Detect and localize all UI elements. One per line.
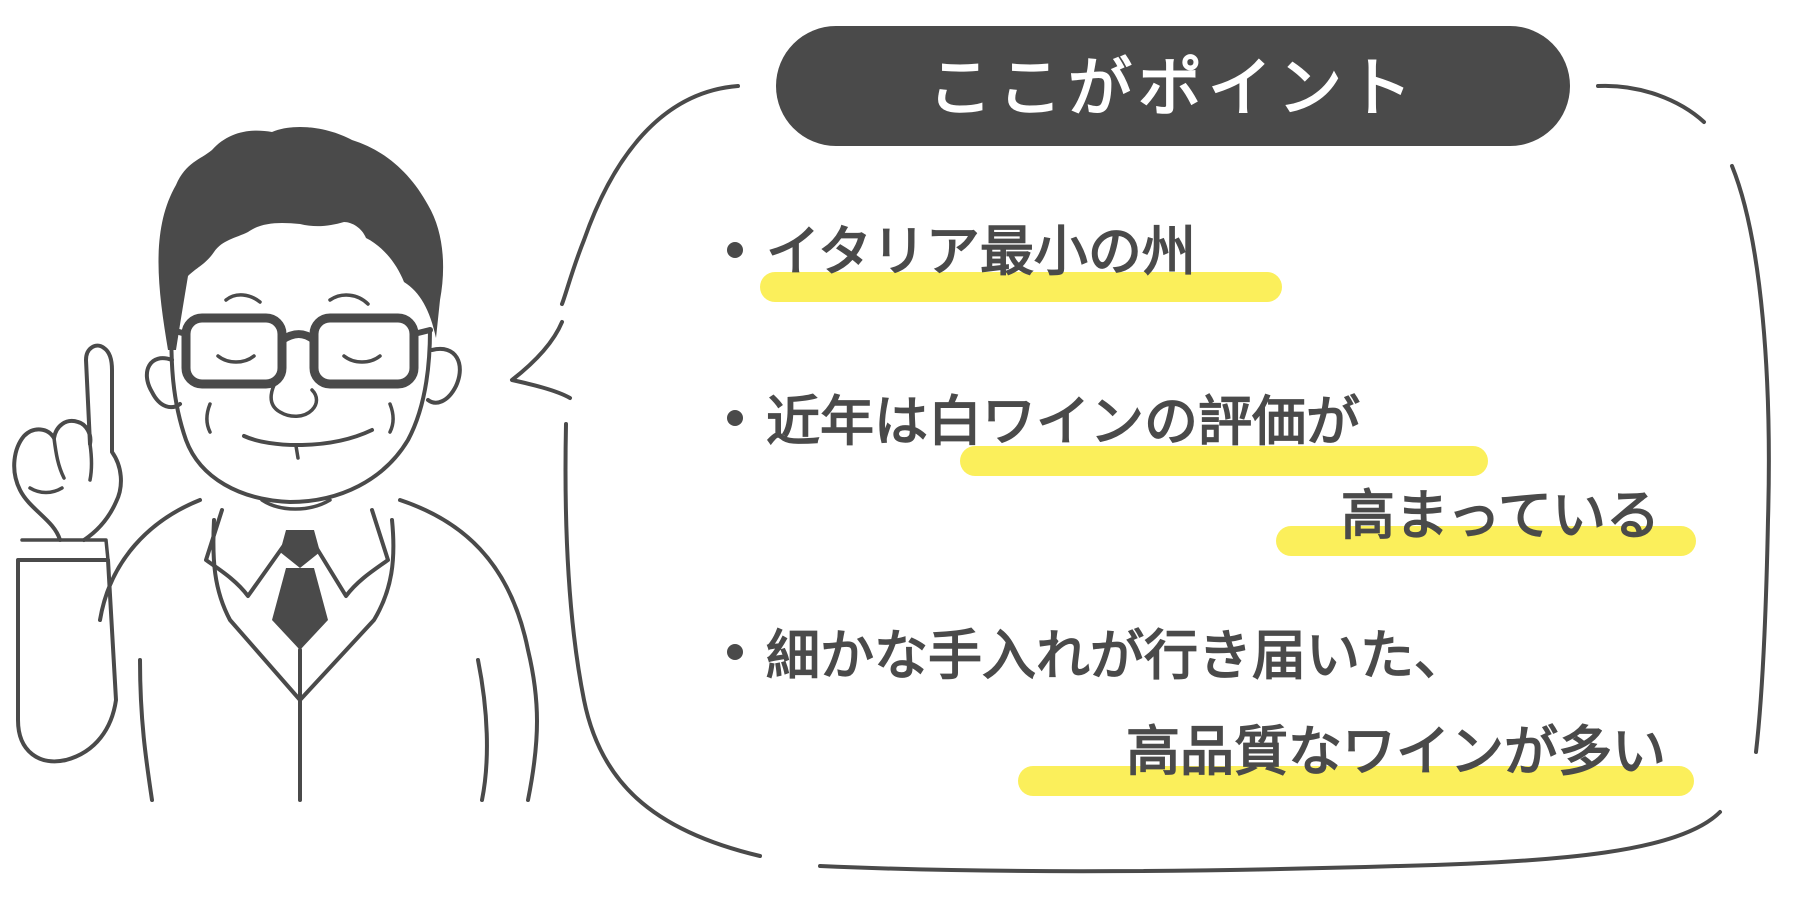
thumb-fold xyxy=(28,486,64,495)
mouth xyxy=(242,428,374,447)
face-outline xyxy=(169,308,432,504)
point-2-line-1: 近年は白ワインの評価が xyxy=(766,390,1360,453)
speech-bubble xyxy=(510,83,1771,874)
bubble-right-side xyxy=(1730,164,1771,754)
jacket-right-arm xyxy=(476,658,489,802)
bubble-right-top xyxy=(1596,83,1706,124)
list-item: イタリア最小の州 xyxy=(727,220,1196,283)
left-ear xyxy=(144,356,182,410)
mouth-corner xyxy=(294,444,300,460)
point-list: イタリア最小の州 近年は白ワインの評価が 高まっている 細かな手入れが行き届いた… xyxy=(727,220,1696,796)
list-item: 細かな手入れが行き届いた、 高品質なワインが多い xyxy=(727,624,1666,783)
finger-fold-1 xyxy=(52,436,66,480)
pointing-hand xyxy=(12,343,123,542)
collar-left xyxy=(204,508,294,598)
point-3-line-1: 細かな手入れが行き届いた、 xyxy=(766,624,1468,687)
left-eyebrow xyxy=(224,293,262,304)
lapel-right xyxy=(298,518,396,702)
highlight-2b xyxy=(1276,526,1696,556)
chin-line xyxy=(260,498,332,511)
bubble-left-top xyxy=(560,84,740,306)
bubble-left-side xyxy=(563,422,762,858)
tie-knot xyxy=(280,530,320,568)
left-eye xyxy=(216,354,256,364)
bullet-dot xyxy=(727,242,743,258)
point-3-line-2: 高品質なワインが多い xyxy=(1126,720,1666,783)
collar-right xyxy=(306,508,390,598)
finger-fold-2 xyxy=(88,442,94,482)
right-eye xyxy=(342,354,382,364)
tie-body xyxy=(272,568,328,650)
nose xyxy=(269,370,319,418)
hair xyxy=(158,126,444,351)
bubble-tail xyxy=(510,320,572,400)
right-eyebrow xyxy=(328,293,370,306)
jacket-left-shoulder xyxy=(98,498,202,622)
jacket-left-body xyxy=(138,658,154,802)
highlight-2a xyxy=(960,446,1488,476)
lapel-left xyxy=(211,518,302,702)
bullet-dot xyxy=(727,410,743,426)
badge-background xyxy=(776,26,1570,146)
point-2-line-2: 高まっている xyxy=(1341,484,1660,547)
point-badge: ここがポイント xyxy=(776,26,1570,146)
left-cheek xyxy=(205,402,212,434)
cuff xyxy=(16,538,110,562)
badge-label: ここがポイント xyxy=(928,52,1418,126)
point-1-line-1: イタリア最小の州 xyxy=(766,220,1196,283)
bullet-dot xyxy=(727,644,743,660)
glasses xyxy=(169,313,433,389)
highlight-3b xyxy=(1018,766,1694,796)
jacket-right-side xyxy=(398,498,539,802)
raised-sleeve xyxy=(16,558,118,764)
bubble-bottom xyxy=(818,810,1722,874)
highlight-1 xyxy=(760,272,1282,302)
right-ear xyxy=(426,346,462,405)
right-cheek xyxy=(388,402,395,434)
sommelier-illustration xyxy=(12,126,539,802)
list-item: 近年は白ワインの評価が 高まっている xyxy=(727,390,1660,547)
